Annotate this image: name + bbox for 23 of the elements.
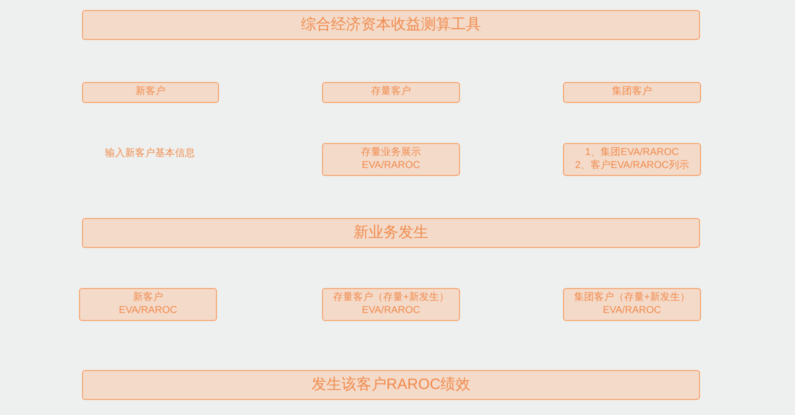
item-label: 新客户: [136, 86, 166, 99]
info-box: [322, 143, 460, 176]
instruction-text: 输入新客户基本信息: [105, 148, 195, 159]
heading-text: 综合经济资本收益测算工具: [301, 16, 481, 34]
item-label: 新客户 EVA/RAROC: [118, 292, 178, 317]
item-label: 存量业务展示 EVA/RAROC: [361, 147, 421, 172]
metric-box: [322, 288, 460, 321]
metric-box: [79, 288, 217, 321]
item-label: 1、集团EVA/RAROC 2、客户EVA/RAROC列示: [575, 147, 689, 172]
metric-box: [563, 288, 701, 321]
result-banner: [82, 370, 700, 400]
item-label: 集团客户（存量+新发生） EVA/RAROC: [574, 292, 690, 317]
stage-banner: [82, 218, 700, 248]
category-box: [322, 82, 460, 103]
header-banner: [82, 10, 700, 40]
info-box: [563, 143, 701, 176]
item-label: 存量客户: [371, 86, 411, 99]
item-label: 存量客户（存量+新发生） EVA/RAROC: [333, 292, 449, 317]
heading-text: 新业务发生: [354, 224, 428, 242]
heading-text: 发生该客户RAROC绩效: [311, 376, 471, 394]
category-box: [563, 82, 701, 103]
item-label: 集团客户: [612, 86, 652, 99]
category-box: [82, 82, 219, 103]
